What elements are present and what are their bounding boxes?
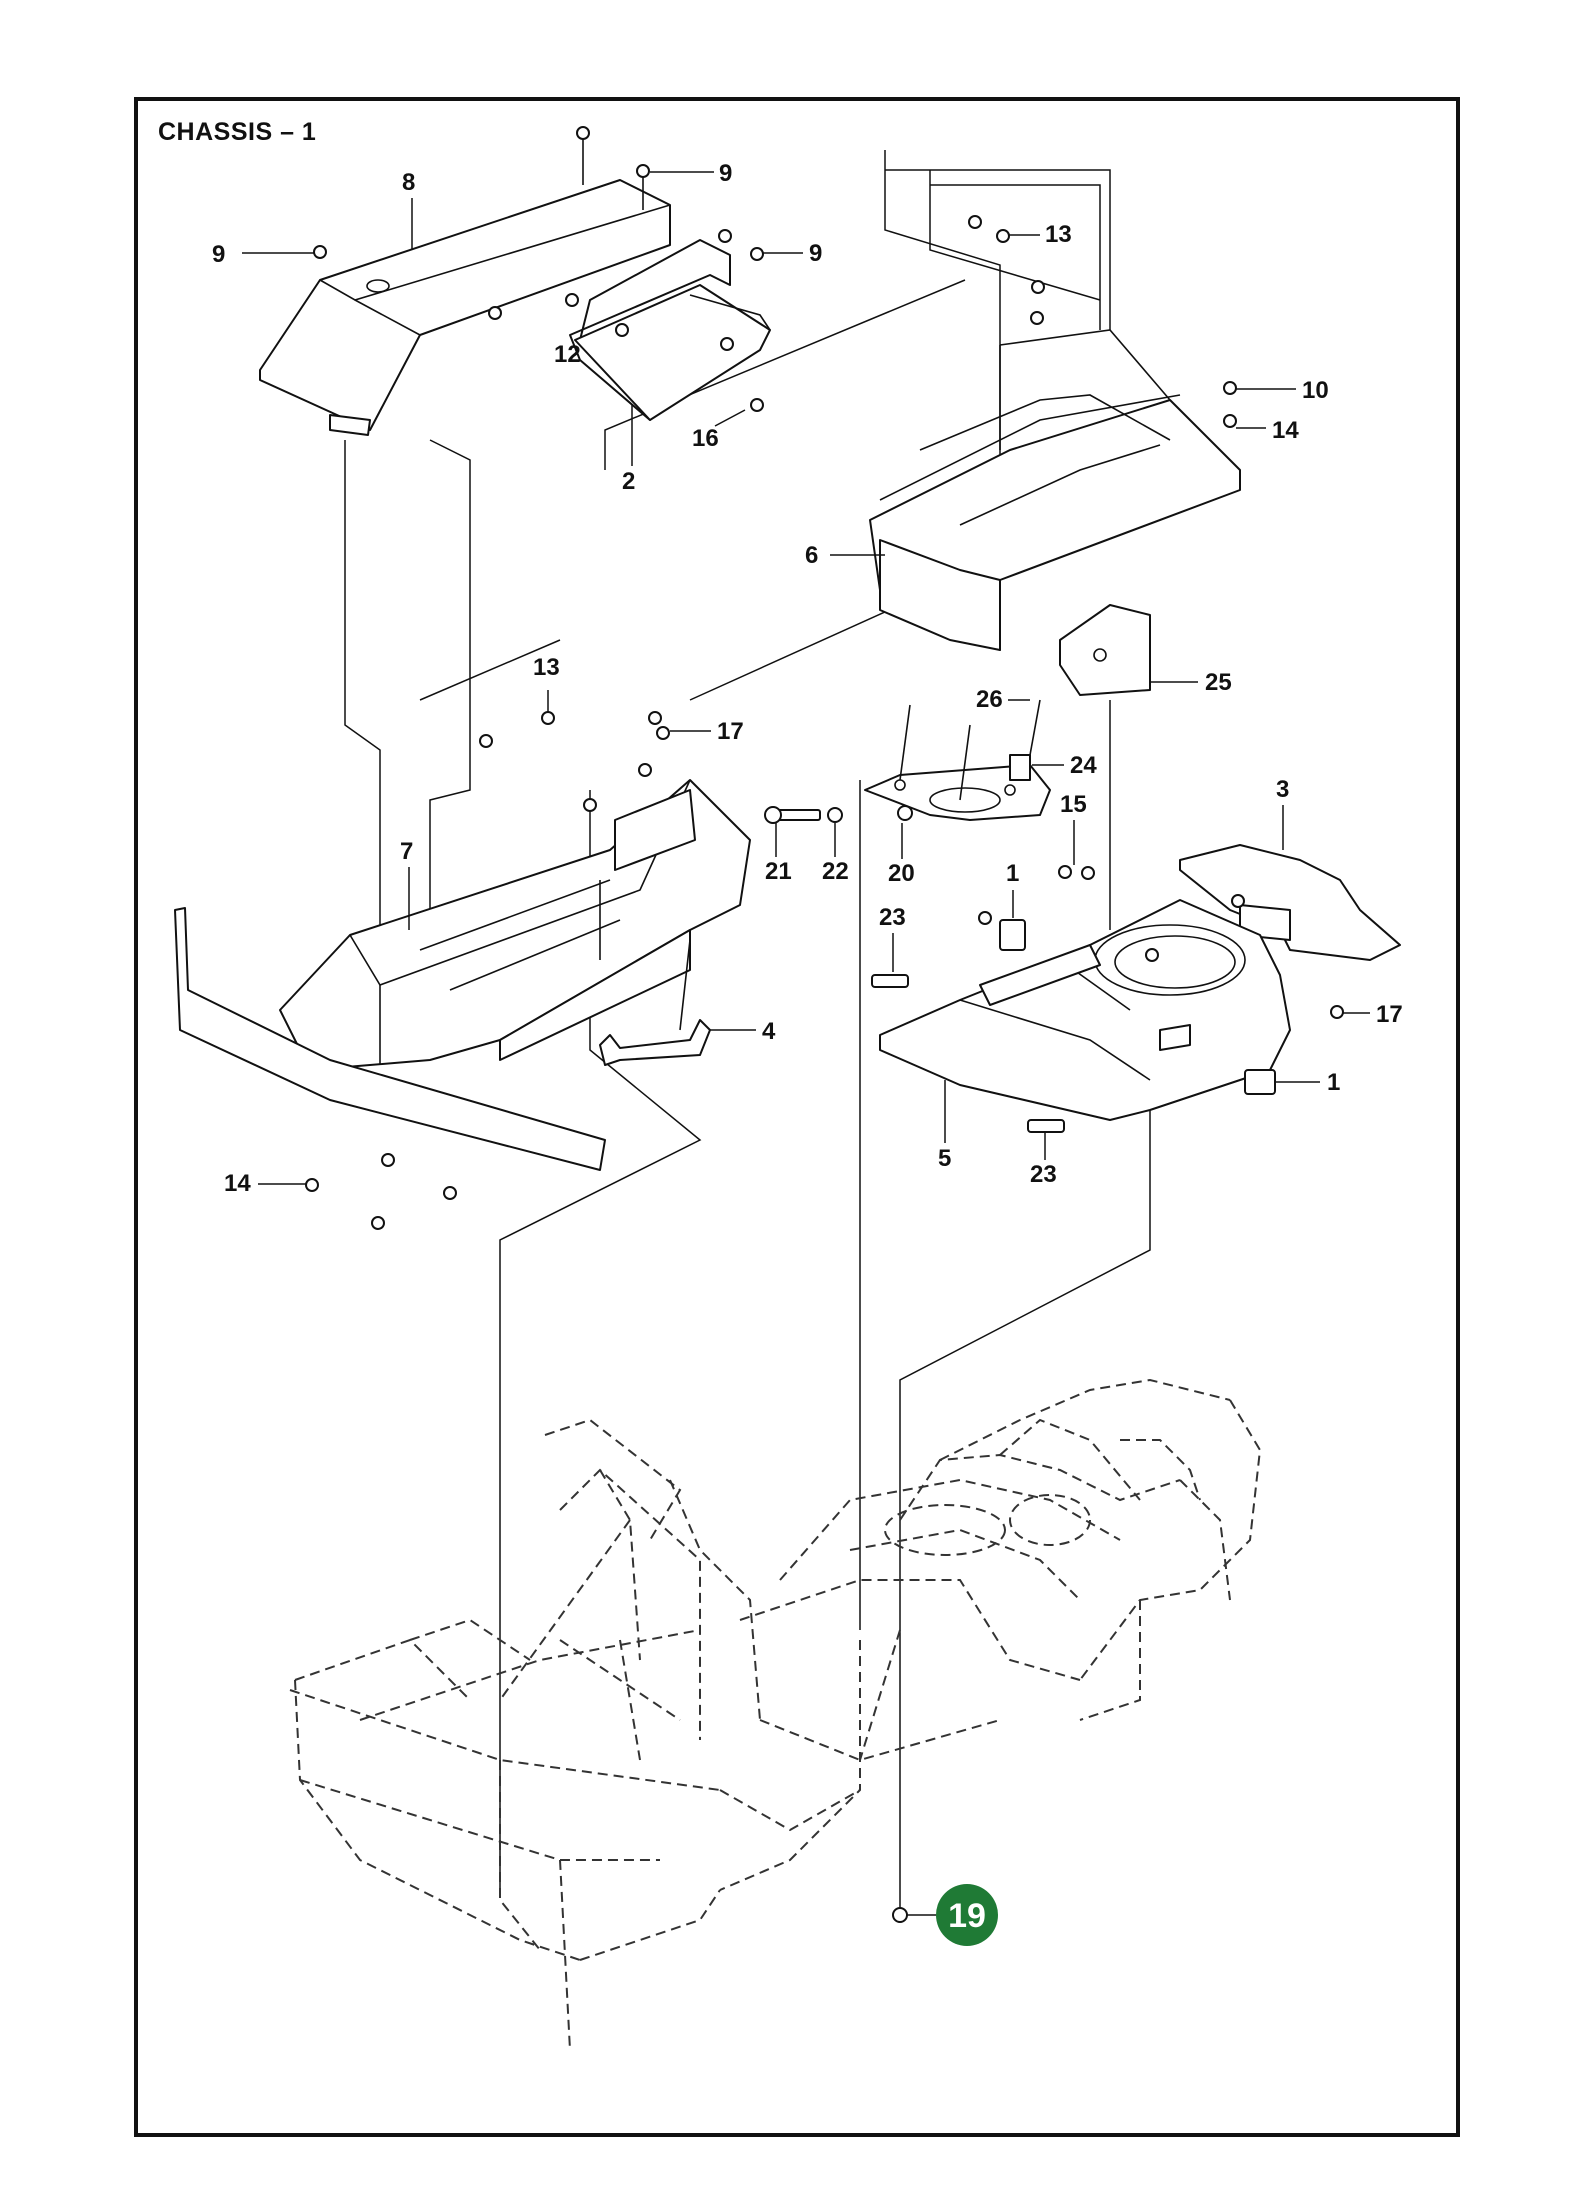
front-bumper [174,907,606,1171]
callout-19-label: 19 [948,1897,986,1935]
callout-17: 17 [717,718,744,745]
part-2-plate [569,239,771,421]
callout-23: 23 [1030,1161,1057,1188]
callout-6: 6 [805,542,818,569]
callout-22: 22 [822,858,849,885]
callout-14: 14 [224,1170,251,1197]
callout-20: 20 [888,860,915,887]
callout-9: 9 [719,160,732,187]
small-parts [764,805,1276,1133]
callout-3: 3 [1276,776,1289,803]
callout-15: 15 [1060,791,1087,818]
callout-17: 17 [1376,1001,1403,1028]
callout-2: 2 [622,468,635,495]
callout-7: 7 [400,838,413,865]
highlighted-callout-19[interactable]: 19 [906,1884,998,1946]
chassis-ghost-frame [289,1378,1262,2051]
callout-25: 25 [1205,669,1232,696]
callout-9: 9 [809,240,822,267]
callout-13: 13 [533,654,560,681]
callout-8: 8 [402,169,415,196]
diagram-frame [134,97,1460,2137]
diagram-title: CHASSIS – 1 [158,118,317,146]
callout-1: 1 [1006,860,1019,887]
part-8-front-cover [259,179,671,436]
callout-5: 5 [938,1145,951,1172]
part-4-bracket [599,939,711,1066]
callout-1: 1 [1327,1069,1340,1096]
part-7-side-frame [279,779,751,1071]
callout-23: 23 [879,904,906,931]
callout-19-badge[interactable] [936,1884,998,1946]
callout-4: 4 [762,1018,776,1045]
callout-24: 24 [1070,752,1097,779]
callout-9: 9 [212,241,225,268]
callout-21: 21 [765,858,792,885]
callout-14: 14 [1272,417,1299,444]
callout-12: 12 [554,341,581,368]
callout-13: 13 [1045,221,1072,248]
fasteners [305,126,1344,1923]
part-20-mount-plate [864,699,1051,821]
callout-16: 16 [692,425,719,452]
part-6-seat-frame [869,329,1241,651]
callout-26: 26 [976,686,1003,713]
part-25-bracket [1059,604,1151,696]
callout-labels: 8 9 9 9 12 16 2 13 10 14 6 25 13 17 26 2… [212,160,1403,1197]
callout-10: 10 [1302,377,1329,404]
part-5-floor-pan [879,899,1291,1121]
